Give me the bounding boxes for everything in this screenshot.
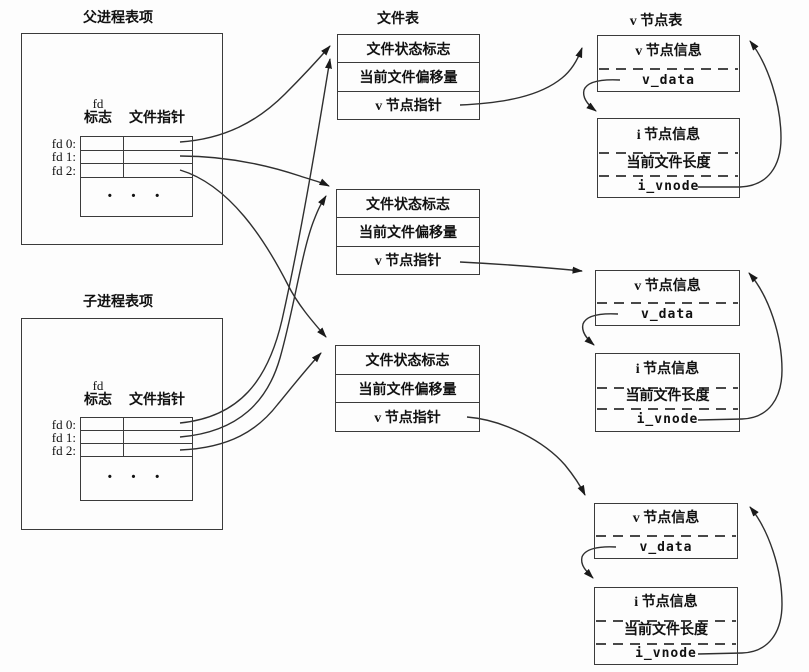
arrow-child-fd2-to-filetable3 (179, 352, 322, 451)
file-length-label: 当前文件长度 (626, 156, 711, 171)
arrow-ivnode1-to-vnode1 (698, 40, 782, 188)
arrow-ivnode3-to-vnode3 (697, 506, 783, 655)
arrow-filetable1-vptr-to-vnode1 (459, 47, 583, 106)
parent-process-box (21, 33, 223, 245)
inode-box-1 (597, 118, 740, 198)
vdata-label: v_data (641, 307, 694, 322)
parent-fd0-label: fd 0: (51, 136, 76, 151)
current-file-offset-row: 当前文件偏移量 (336, 373, 479, 403)
vnode-info-label: v 节点信息 (635, 44, 702, 59)
child-fd-ellipsis: · · · (106, 466, 167, 488)
child-fd-header-top: fd (92, 378, 104, 393)
current-file-offset-row: 当前文件偏移量 (337, 217, 479, 245)
child-fd0-row (81, 418, 192, 431)
arrow-child-fd1-to-filetable2 (179, 195, 327, 438)
file-table-title: 文件表 (377, 12, 419, 27)
vnode-pointer-row: v 节点指针 (338, 90, 479, 119)
vnode-box-2 (595, 270, 740, 326)
vnode-box-3 (594, 503, 738, 559)
inode-info-label: i 节点信息 (634, 595, 698, 610)
arrow-ivnode2-to-vnode2 (697, 272, 783, 421)
parent-fd2-row (81, 164, 192, 178)
file-table-entry-2: 文件状态标志 当前文件偏移量 v 节点指针 (336, 189, 480, 275)
arrow-vdata3-to-inode3 (580, 546, 617, 579)
vnode-box-1 (597, 35, 740, 92)
arrow-parent-fd2-to-filetable3 (179, 169, 327, 338)
file-length-label: 当前文件长度 (624, 623, 708, 638)
child-table-title: 子进程表项 (83, 295, 153, 310)
parent-fd-header-flags: 标志 (84, 111, 112, 126)
parent-fd-header-pointer: 文件指针 (129, 111, 185, 126)
child-fd1-row (81, 431, 192, 444)
child-fd-header-pointer: 文件指针 (129, 393, 185, 408)
inode-box-2 (595, 353, 740, 432)
inode-info-label: i 节点信息 (635, 362, 700, 377)
file-length-label: 当前文件长度 (625, 389, 710, 404)
arrow-vdata2-to-inode2 (581, 313, 619, 346)
vnode-info-label: v 节点信息 (632, 511, 700, 526)
child-fd-column-divider (123, 418, 125, 457)
parent-fd-header-top: fd (92, 96, 104, 111)
vnode-info-label: v 节点信息 (634, 279, 701, 294)
ivnode-label: i_vnode (636, 412, 699, 427)
vdata-label: v_data (639, 540, 693, 555)
child-fd1-label: fd 1: (51, 430, 76, 445)
parent-fd0-row (81, 137, 192, 151)
ivnode-label: i_vnode (637, 179, 700, 194)
parent-fd1-row (81, 151, 192, 164)
inode-box-3 (594, 587, 738, 665)
child-process-box (21, 318, 223, 530)
arrow-vdata1-to-inode1 (582, 79, 621, 112)
current-file-offset-row: 当前文件偏移量 (338, 62, 479, 90)
parent-fd-ellipsis: · · · (106, 185, 167, 207)
vdata-label: v_data (642, 73, 695, 88)
file-table-entry-1: 文件状态标志 当前文件偏移量 v 节点指针 (337, 34, 480, 120)
file-status-flags-row: 文件状态标志 (366, 42, 451, 58)
parent-fd-table: · · · (80, 136, 193, 217)
vnode-table-title: v 节点表 (629, 14, 683, 29)
child-fd-header-flags: 标志 (84, 393, 112, 408)
child-fd-table: · · · (80, 417, 193, 501)
parent-table-title: 父进程表项 (83, 11, 153, 26)
arrow-child-fd0-to-filetable1 (179, 58, 332, 424)
arrow-filetable3-vptr-to-vnode3 (466, 416, 586, 496)
parent-fd1-label: fd 1: (51, 149, 76, 164)
child-fd2-row (81, 444, 192, 457)
file-status-flags-row: 文件状态标志 (366, 197, 450, 213)
inode-info-label: i 节点信息 (636, 128, 701, 143)
parent-fd-column-divider (123, 137, 125, 178)
arrow-parent-fd0-to-filetable1 (179, 45, 331, 143)
arrow-filetable2-vptr-to-vnode2 (459, 261, 583, 274)
arrow-parent-fd1-to-filetable2 (179, 155, 330, 187)
vnode-pointer-row: v 节点指针 (337, 245, 479, 274)
child-fd2-label: fd 2: (51, 443, 76, 458)
child-fd0-label: fd 0: (51, 417, 76, 432)
file-status-flags-row: 文件状态标志 (365, 353, 450, 369)
file-table-entry-3: 文件状态标志 当前文件偏移量 v 节点指针 (335, 345, 480, 432)
vnode-pointer-row: v 节点指针 (336, 402, 479, 431)
parent-fd2-label: fd 2: (51, 163, 76, 178)
ivnode-label: i_vnode (635, 646, 697, 661)
